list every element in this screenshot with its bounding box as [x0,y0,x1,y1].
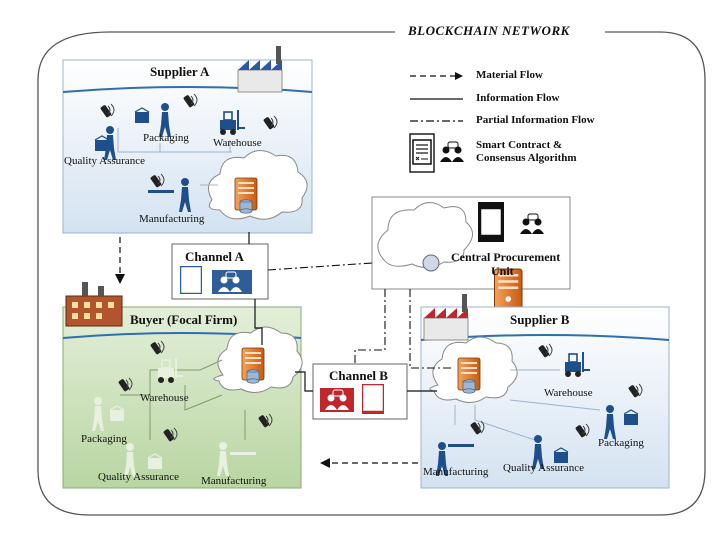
cloud-icon [377,202,473,268]
channel-b-title: Channel B [329,368,388,383]
supplier-b-title: Supplier B [510,312,570,327]
supplier-a-manufacturing-label: Manufacturing [139,213,205,225]
workbench-icon [230,452,256,455]
legend-information-flow: Information Flow [476,92,560,104]
supplier-b-warehouse-label: Warehouse [544,387,593,399]
buyer-packaging-label: Packaging [81,433,127,445]
globe-icon [422,254,440,272]
legend-consensus-algorithm: Consensus Algorithm [476,152,577,164]
central-procurement-box [371,196,571,310]
supplier-a-title: Supplier A [150,64,210,79]
partial-information-flow-line [409,289,452,369]
supplier-b-packaging-label: Packaging [598,437,644,449]
supplier-b-manufacturing-label: Manufacturing [423,466,489,478]
workbench-icon [448,444,474,447]
network-title: BLOCKCHAIN NETWORK [403,23,575,39]
information-flow-line [295,371,313,392]
factory-icon [237,45,283,93]
legend-material-flow: Material Flow [476,69,543,81]
supplier-a-packaging-label: Packaging [143,132,189,144]
legend-smart-contract: Smart Contract & [476,139,563,151]
legend [409,72,465,173]
buyer-title: Buyer (Focal Firm) [130,312,238,327]
channel-a-box [171,243,269,300]
database-icon [246,369,260,384]
cloud-icon [207,150,308,220]
channel-b-box [312,363,408,420]
contract-icon [481,209,501,235]
buyer-manufacturing-label: Manufacturing [201,475,267,487]
workbench-icon [148,190,174,193]
supplier-a-panel [62,45,313,234]
database-icon [239,199,253,214]
supplier-a-warehouse-label: Warehouse [213,137,262,149]
factory-icon [423,293,469,341]
partial-information-flow-line [354,289,386,364]
buyer-warehouse-label: Warehouse [140,392,189,404]
central-unit-line2: Unit [491,264,514,278]
buyer-panel [62,282,303,489]
supplier-b-panel [420,293,670,489]
buyer-qa-label: Quality Assurance [98,471,179,483]
factory-icon [65,282,123,327]
central-unit-line1: Central Procurement [451,250,561,264]
legend-partial-information-flow: Partial Information Flow [476,114,595,126]
partial-information-flow-line [267,262,373,271]
database-icon [462,379,476,394]
supplier-a-qa-label: Quality Assurance [64,155,145,167]
supplier-b-qa-label: Quality Assurance [503,462,584,474]
information-flow-line [254,299,263,345]
network-boundary [37,31,706,516]
channel-a-title: Channel A [185,249,244,264]
